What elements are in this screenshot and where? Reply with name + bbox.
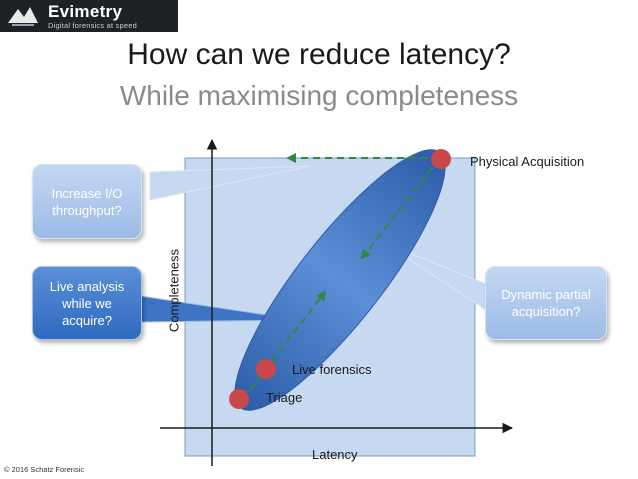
callout-live-analysis: Live analysis while we acquire? <box>32 266 142 340</box>
slide-title: How can we reduce latency? <box>127 38 511 71</box>
y-axis-label: Completeness <box>166 248 182 333</box>
slide-subtitle: While maximising completeness <box>119 80 519 111</box>
brand-tagline: Digital forensics at speed <box>48 21 137 30</box>
callout-increase-io: Increase I/O throughput? <box>32 164 142 239</box>
callout-dynamic-partial-text: Dynamic partial acquisition? <box>501 287 591 319</box>
brand-name: Evimetry <box>48 2 123 21</box>
io-callout-pointer <box>149 165 311 201</box>
callout-increase-io-text: Increase I/O throughput? <box>51 185 123 218</box>
point-live-forensics <box>256 359 276 379</box>
footer-copyright: © 2016 Schatz Forensic <box>4 465 85 474</box>
logo-icon <box>8 7 38 26</box>
point-physical-acquisition <box>431 149 451 169</box>
logo-bar: Evimetry Digital forensics at speed <box>0 0 178 32</box>
x-axis-label: Latency <box>312 447 358 462</box>
arrow-up-diagonal <box>249 290 327 391</box>
point-triage <box>229 389 249 409</box>
label-live-forensics: Live forensics <box>292 362 372 377</box>
arrow-down-diagonal <box>360 157 441 260</box>
callout-dynamic-partial: Dynamic partial acquisition? <box>485 266 607 340</box>
label-physical-acquisition: Physical Acquisition <box>470 154 585 169</box>
label-triage: Triage <box>266 390 303 405</box>
callout-live-analysis-text: Live analysis while we acquire? <box>49 278 125 328</box>
